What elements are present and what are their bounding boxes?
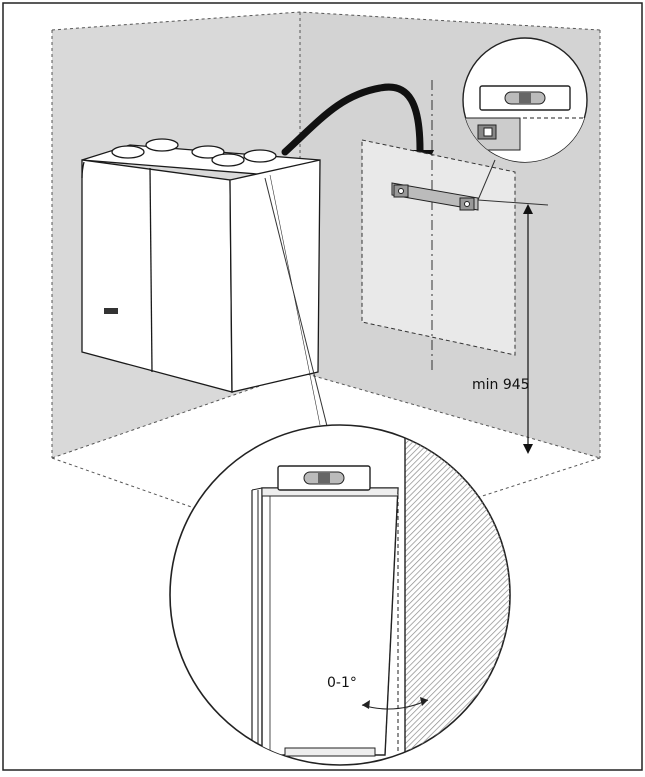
- unit-side-view: [261, 487, 399, 756]
- height-dimension: [523, 204, 533, 454]
- ventilation-unit: [81, 138, 321, 393]
- duct-spigots: [111, 138, 277, 167]
- mounting-bracket-icon: [391, 182, 479, 211]
- floor-line: [51, 371, 601, 459]
- mounting-template: [361, 80, 549, 370]
- unit-front: [81, 159, 233, 393]
- spirit-level-icon: [479, 85, 571, 111]
- brand-badge: [104, 308, 118, 314]
- unit-side: [229, 159, 321, 393]
- spirit-level-icon: [277, 465, 371, 491]
- tilt-angle-label: 0-1°: [327, 675, 357, 691]
- min-height-label: min 945: [472, 377, 530, 393]
- level-detail-circle: [462, 37, 588, 201]
